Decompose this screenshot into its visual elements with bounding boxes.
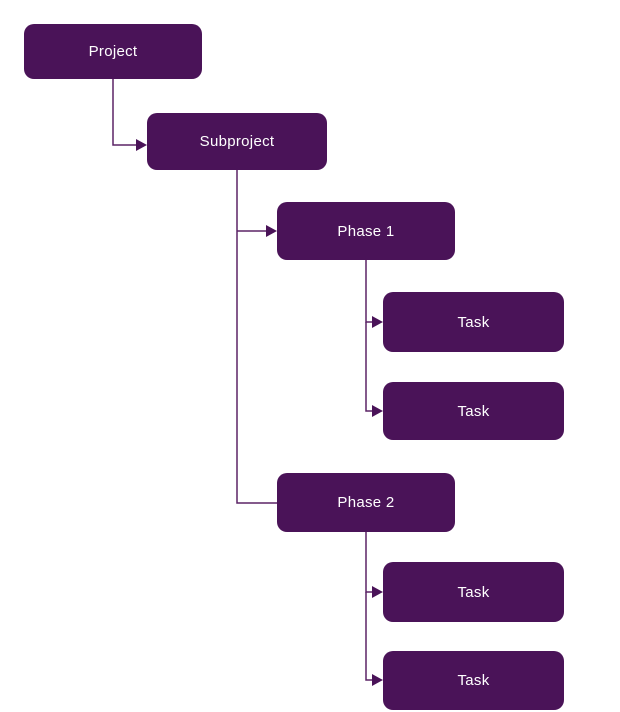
node-task-2: Task xyxy=(383,382,564,440)
edge-phase-1-task-1 xyxy=(365,260,383,328)
arrowhead-icon xyxy=(136,139,147,151)
edge-phase-2-task-4 xyxy=(365,592,383,686)
arrowhead-icon xyxy=(372,316,383,328)
edge-phase-1-task-2 xyxy=(365,322,383,417)
node-subproject: Subproject xyxy=(147,113,327,170)
edge-subproject-phase-2 xyxy=(236,170,277,504)
node-label: Task xyxy=(457,672,490,689)
arrowhead-icon xyxy=(372,674,383,686)
edge-subproject-phase-1 xyxy=(237,225,277,237)
arrowhead-icon xyxy=(372,586,383,598)
node-label: Subproject xyxy=(199,133,275,150)
node-task-1: Task xyxy=(383,292,564,352)
node-project: Project xyxy=(24,24,202,79)
node-label: Task xyxy=(457,313,490,331)
node-label: Phase 1 xyxy=(337,222,395,240)
arrowhead-icon xyxy=(372,405,383,417)
node-label: Task xyxy=(457,402,490,420)
node-label: Task xyxy=(457,583,490,601)
node-task-4: Task xyxy=(383,651,564,710)
node-label: Phase 2 xyxy=(337,494,395,511)
node-task-3: Task xyxy=(383,562,564,622)
node-label: Project xyxy=(88,43,138,60)
edge-project-subproject xyxy=(112,79,147,151)
node-phase-2: Phase 2 xyxy=(277,473,455,532)
edge-phase-2-task-3 xyxy=(365,532,383,598)
node-phase-1: Phase 1 xyxy=(277,202,455,260)
arrowhead-icon xyxy=(266,225,277,237)
